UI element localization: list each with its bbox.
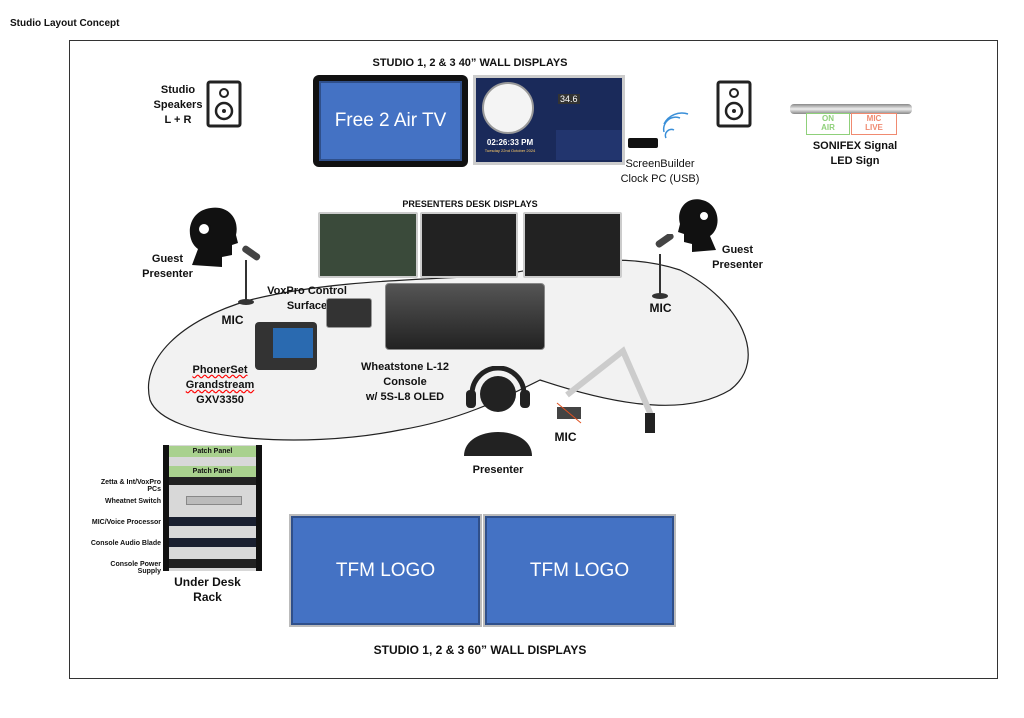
phone-icon xyxy=(255,322,317,370)
desk-displays-heading: PRESENTERS DESK DISPLAYS xyxy=(402,199,538,209)
console-label-1: Wheatstone L-12 Console xyxy=(360,361,449,388)
rack-row-3: MIC/Voice Processor xyxy=(91,519,161,526)
presenter-icon xyxy=(464,366,532,456)
voxpro-control-surface xyxy=(326,298,372,328)
on-air-text-2: AIR xyxy=(821,123,835,132)
rack-row-2: Wheatnet Switch xyxy=(104,498,161,505)
desk-monitor-2 xyxy=(420,212,518,278)
page-title: Studio Layout Concept xyxy=(10,18,120,29)
desk-monitor-3 xyxy=(523,212,622,278)
news-panel xyxy=(556,130,622,160)
wall-displays-60-heading: STUDIO 1, 2 & 3 60” WALL DISPLAYS xyxy=(373,643,587,657)
guest-right-label-1: Guest xyxy=(721,244,754,256)
tfm-display-left: TFM LOGO xyxy=(289,514,482,627)
mic-right-label: MIC xyxy=(649,301,672,315)
on-air-text-1: ON xyxy=(822,114,834,123)
rack-label-1: Under Desk xyxy=(174,575,241,589)
phone-label-1: PhonerSet xyxy=(192,364,248,376)
tfm-display-right: TFM LOGO xyxy=(483,514,676,627)
mic-right-icon xyxy=(652,234,674,299)
rack-row-4: Console Audio Blade xyxy=(90,540,161,547)
rack-row-1: Zetta & Int/VoxPro PCs xyxy=(100,479,161,493)
guest-left-label-2: Presenter xyxy=(142,268,193,280)
speakers-label-3: L + R xyxy=(164,114,192,126)
tv-display: Free 2 Air TV xyxy=(313,75,468,167)
presenter-label: Presenter xyxy=(472,464,524,476)
clock-pc-label-1: ScreenBuilder xyxy=(625,158,695,170)
usb-stick-icon xyxy=(628,138,658,148)
diagram-frame xyxy=(69,40,998,679)
patch-panel-2: Patch Panel xyxy=(169,466,256,477)
voxpro-label-2: Surface xyxy=(286,300,328,312)
guest-right-head-icon xyxy=(678,199,718,252)
wheatstone-console xyxy=(385,283,545,350)
speaker-right-icon xyxy=(716,80,752,128)
mic-arm-icon xyxy=(556,346,655,433)
speakers-label-2: Speakers xyxy=(153,99,203,111)
speaker-left-icon xyxy=(206,80,242,128)
mic-presenter-label: MIC xyxy=(554,430,577,444)
wall-displays-40-heading: STUDIO 1, 2 & 3 40” WALL DISPLAYS xyxy=(372,57,568,69)
phone-label-2: Grandstream xyxy=(185,379,255,391)
guest-left-head-icon xyxy=(189,207,238,267)
mic-left-label: MIC xyxy=(221,313,244,327)
rack-row-5: Console Power Supply xyxy=(110,561,161,575)
clock-temp: 34.6 xyxy=(558,94,580,104)
tfm-logo-left: TFM LOGO xyxy=(291,516,480,625)
led-sign-label-1: SONIFEX Signal xyxy=(812,140,898,152)
speakers-label-1: Studio xyxy=(160,84,196,96)
clock-display: 02:26:33 PM Tuesday 22nd October 2024 34… xyxy=(473,75,625,165)
guest-right-label-2: Presenter xyxy=(712,259,763,271)
clock-face-icon xyxy=(482,82,534,134)
led-sign-bar xyxy=(790,104,912,114)
phone-label-3: GXV3350 xyxy=(196,394,244,406)
clock-time: 02:26:33 PM xyxy=(486,138,534,147)
tfm-logo-right: TFM LOGO xyxy=(485,516,674,625)
console-label-2: w/ 5S-L8 OLED xyxy=(365,391,445,403)
under-desk-rack: Patch Panel Patch Panel Zetta & Int/VoxP… xyxy=(88,445,262,575)
mic-live-text-1: MIC xyxy=(866,114,882,123)
guest-left-label-1: Guest xyxy=(151,253,184,265)
voxpro-label-1: VoxPro Control xyxy=(267,285,347,297)
clock-date: Tuesday 22nd October 2024 xyxy=(484,148,536,153)
mic-live-text-2: LIVE xyxy=(865,123,883,132)
clock-pc-label-2: Clock PC (USB) xyxy=(620,173,700,185)
desk-monitor-1 xyxy=(318,212,418,278)
rack-label-2: Rack xyxy=(193,590,222,604)
wifi-icon xyxy=(662,112,689,139)
patch-panel-1: Patch Panel xyxy=(169,446,256,457)
mic-left-icon xyxy=(238,245,261,305)
tv-label: Free 2 Air TV xyxy=(319,81,462,161)
led-sign-label-2: LED Sign xyxy=(830,155,880,167)
